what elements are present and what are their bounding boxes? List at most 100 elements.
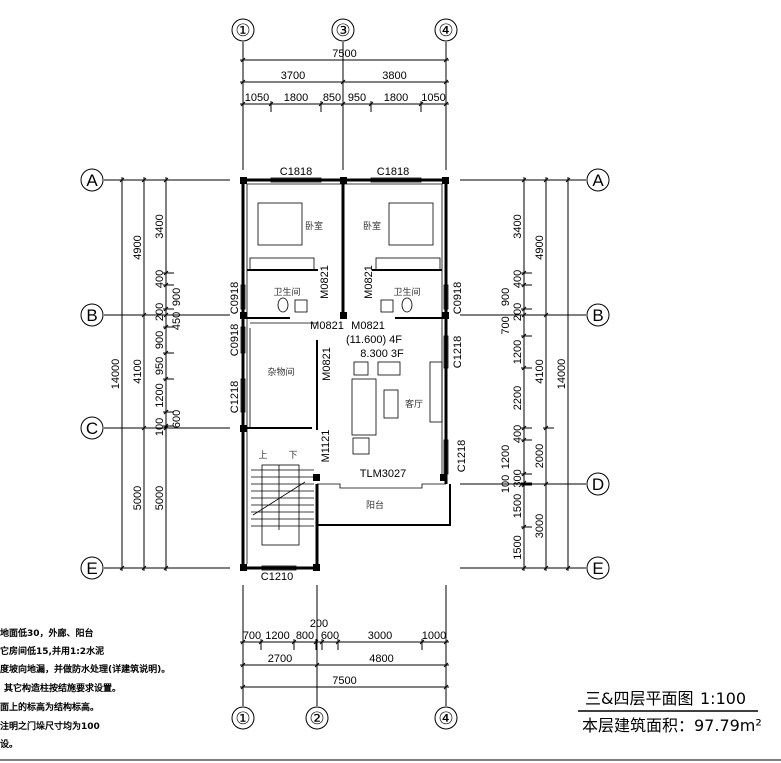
dimension-label: 1200 bbox=[265, 630, 289, 642]
dimension-label: 950 bbox=[348, 92, 366, 104]
dimension-label: 950 bbox=[154, 357, 166, 375]
room-label-bedroom: 卧室 bbox=[305, 220, 323, 232]
tv-cabinet bbox=[429, 361, 443, 423]
note-line: 设。 bbox=[0, 738, 18, 750]
title-scale: 1:100 bbox=[700, 689, 746, 708]
door-label: M0821 bbox=[310, 320, 344, 332]
dimension-label: 2200 bbox=[512, 386, 524, 410]
sofa bbox=[351, 378, 377, 436]
door-label: TLM3027 bbox=[360, 468, 406, 480]
axis-label: ① bbox=[235, 21, 250, 40]
dimension-label: 4100 bbox=[534, 359, 546, 383]
axis-label: A bbox=[592, 171, 604, 190]
axis-bubble: ③ bbox=[331, 18, 355, 42]
dimension-label: 800 bbox=[296, 630, 314, 642]
door-label: M0821 bbox=[319, 265, 331, 299]
title-name: 三&四层平面图 bbox=[585, 689, 693, 708]
dimension-label: 2000 bbox=[534, 444, 546, 468]
window-label: C1210 bbox=[261, 571, 293, 583]
dimension-label: 3000 bbox=[534, 514, 546, 538]
dimension-label: 200 bbox=[154, 303, 166, 321]
room-labels: C1818 C1818 卧室 卧室 卫生间 卫生间 M0821 M0821 C0… bbox=[229, 166, 468, 583]
axis-label: ③ bbox=[335, 21, 350, 40]
axis-bubble: ① bbox=[231, 706, 255, 730]
axis-bubble: B bbox=[586, 303, 610, 327]
door-label: M0821 bbox=[351, 320, 385, 332]
dimension-label: 1000 bbox=[422, 630, 446, 642]
note-line: 面上的标高为结构标高。 bbox=[0, 701, 99, 713]
axis-label: B bbox=[592, 306, 603, 325]
axis-label: E bbox=[592, 559, 603, 578]
stair-up-label: 上 bbox=[258, 450, 267, 461]
dimension-label: 1200 bbox=[154, 383, 166, 407]
dimension-label: 4100 bbox=[132, 359, 144, 383]
dimension-label: 3700 bbox=[281, 70, 305, 82]
dimension-label: 400 bbox=[154, 270, 166, 288]
note-line: 其它构造柱按结施要求设置。 bbox=[4, 682, 121, 694]
elevation-label: (11.600) 4F bbox=[346, 334, 402, 346]
dimension-label: 400 bbox=[512, 425, 524, 443]
dimension-label: 5000 bbox=[154, 486, 166, 510]
note-line: 注明之门垛尺寸均为100 bbox=[0, 720, 100, 732]
dimension-label: 3400 bbox=[512, 214, 524, 238]
dimension-label: 5000 bbox=[132, 486, 144, 510]
dimension-label: 600 bbox=[321, 630, 339, 642]
dimension-label: 850 bbox=[323, 92, 341, 104]
toilet-right bbox=[401, 297, 413, 313]
axis-bubble: ① bbox=[231, 18, 255, 42]
dimension-label: 1200 bbox=[500, 445, 512, 469]
axis-bubble: ② bbox=[305, 706, 329, 730]
room-label-living: 客厅 bbox=[405, 398, 423, 410]
dimension-label: 1500 bbox=[512, 494, 524, 518]
dimension-label: 7500 bbox=[332, 48, 356, 60]
floor-area: 本层建筑面积：97.79m² bbox=[582, 716, 762, 735]
elevation-label: 8.300 3F bbox=[360, 348, 404, 360]
axis-label: B bbox=[86, 306, 97, 325]
dimension-label: 400 bbox=[512, 270, 524, 288]
dimension-label: 3800 bbox=[382, 70, 406, 82]
coffee-table bbox=[383, 389, 399, 419]
axis-label: ④ bbox=[438, 21, 453, 40]
axis-bubble: E bbox=[586, 556, 610, 580]
axis-label: A bbox=[86, 171, 98, 190]
axis-label: ② bbox=[309, 709, 324, 728]
axis-bubble: A bbox=[80, 168, 104, 192]
dimension-label: 300 bbox=[512, 469, 524, 487]
window-label: C0918 bbox=[229, 282, 241, 314]
dimension-label: 900 bbox=[500, 288, 512, 306]
window-label: C1218 bbox=[456, 440, 468, 472]
window-label: C1818 bbox=[377, 166, 409, 178]
dimension-label: 450 bbox=[171, 312, 183, 330]
dimension-label: 100 bbox=[500, 475, 512, 493]
dimension-label: 1050 bbox=[245, 92, 269, 104]
note-line: 它房间低15,并用1:2水泥 bbox=[0, 645, 104, 657]
dimension-label: 1800 bbox=[384, 92, 408, 104]
wardrobe-left bbox=[249, 257, 315, 271]
axis-label: ① bbox=[235, 709, 250, 728]
dimension-label: 3000 bbox=[368, 630, 392, 642]
design-notes: 地面低30，外廊、阳台 它房间低15,并用1:2水泥 度坡向地漏，并做防水处理(… bbox=[0, 627, 170, 750]
dimension-label: 14000 bbox=[110, 359, 122, 390]
axis-bubble: B bbox=[80, 303, 104, 327]
dimension-label: 3400 bbox=[154, 214, 166, 238]
axis-label: ④ bbox=[438, 709, 453, 728]
axis-grid-lines bbox=[104, 42, 586, 706]
room-label-bathroom: 卫生间 bbox=[273, 286, 300, 298]
dimension-label: 700 bbox=[243, 630, 261, 642]
dimension-label: 4900 bbox=[534, 235, 546, 259]
dimension-label: 2700 bbox=[268, 653, 292, 665]
dimension-label: 1800 bbox=[284, 92, 308, 104]
door-label: M0821 bbox=[321, 347, 333, 381]
bed-left bbox=[257, 202, 303, 246]
room-label-balcony: 阳台 bbox=[366, 499, 384, 511]
dimension-label: 700 bbox=[500, 316, 512, 334]
bed-right bbox=[388, 202, 434, 246]
room-label-storage: 杂物间 bbox=[267, 366, 294, 378]
axis-bubble: ④ bbox=[434, 18, 458, 42]
dimension-label: 7500 bbox=[332, 675, 356, 687]
dimension-label: 900 bbox=[171, 288, 183, 306]
dimension-label: 1500 bbox=[512, 535, 524, 559]
dimension-label: 14000 bbox=[556, 359, 568, 390]
